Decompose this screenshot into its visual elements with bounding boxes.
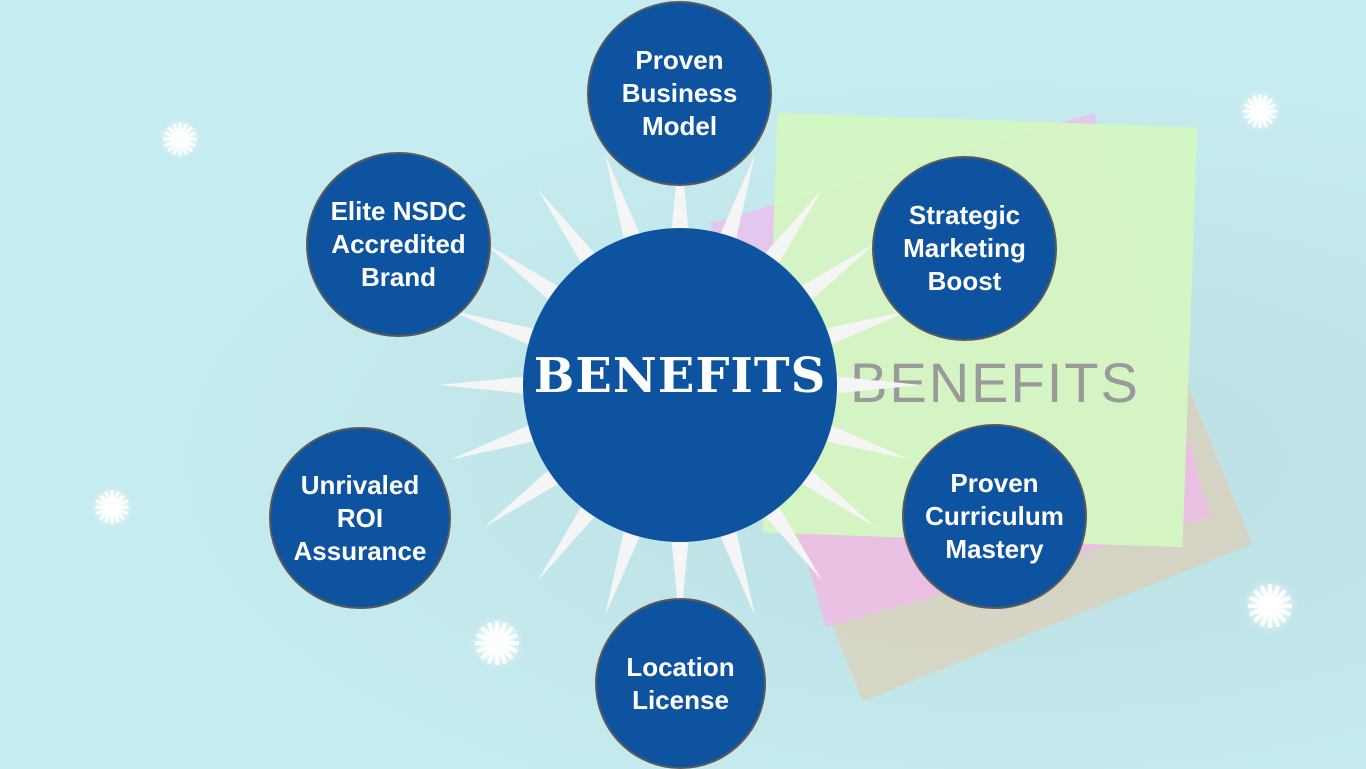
center-benefits-circle: BENEFITS <box>523 228 837 542</box>
ray <box>717 524 755 616</box>
ray <box>605 154 643 246</box>
ray <box>537 189 600 270</box>
sparkle-icon: ✺ <box>471 610 523 680</box>
ray <box>829 376 922 394</box>
ray <box>819 310 911 348</box>
ray <box>819 422 911 460</box>
ray <box>605 524 643 616</box>
ray <box>484 242 565 305</box>
ray <box>484 465 565 528</box>
benefit-unrivaled-roi-assurance: Unrivaled ROI Assurance <box>269 427 451 609</box>
ray <box>671 534 689 627</box>
ray <box>537 500 600 581</box>
benefit-elite-nsdc-accredited-brand: Elite NSDC Accredited Brand <box>306 152 491 337</box>
ray <box>671 143 689 236</box>
benefit-strategic-marketing-boost: Strategic Marketing Boost <box>872 156 1057 341</box>
sparkle-icon: ✺ <box>160 113 200 167</box>
ray <box>795 242 876 305</box>
benefit-proven-business-model: Proven Business Model <box>587 1 772 186</box>
sparkle-icon: ✺ <box>1244 573 1296 643</box>
ray <box>717 154 755 246</box>
ray <box>449 310 541 348</box>
ray <box>795 465 876 528</box>
note-handwriting: BENEFITS <box>850 351 1140 414</box>
ray <box>760 189 823 270</box>
ray <box>760 500 823 581</box>
benefit-location-license: Location License <box>595 598 766 769</box>
ray <box>438 376 531 394</box>
ray <box>449 422 541 460</box>
sparkle-icon: ✺ <box>92 481 132 535</box>
sparkle-icon: ✺ <box>1240 85 1280 139</box>
benefit-proven-curriculum-mastery: Proven Curriculum Mastery <box>902 424 1087 609</box>
